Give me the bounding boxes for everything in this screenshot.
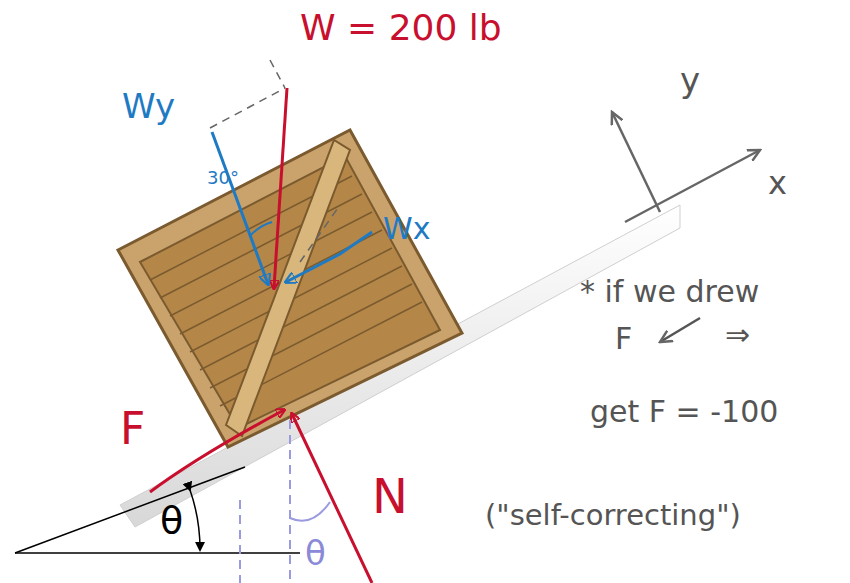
note-text: get F = -100	[590, 395, 778, 428]
force-label: N	[372, 470, 408, 523]
force-label: F	[120, 405, 145, 453]
wy-arrow	[212, 132, 268, 284]
note-text: ⇒	[725, 318, 750, 351]
friction-arrow	[150, 410, 284, 492]
axis-label: y	[680, 62, 700, 99]
crate	[118, 130, 462, 447]
weight-label: W = 200 lb	[300, 8, 502, 48]
y-axis	[612, 112, 660, 212]
axis-label: x	[768, 166, 787, 201]
x-axis	[625, 150, 760, 222]
angle-arc	[190, 490, 200, 550]
ground-line	[15, 552, 300, 554]
vertical-dashed	[289, 420, 291, 583]
angle-arc-30	[250, 222, 272, 236]
construction-lines	[210, 60, 340, 262]
normal-arrow	[292, 414, 372, 583]
incline-edge	[15, 467, 245, 553]
angle-label: 30°	[207, 168, 239, 188]
note-text: ("self-correcting")	[485, 500, 741, 532]
component-label: Wy	[122, 88, 175, 125]
note-text: * if we drew	[580, 275, 759, 308]
note-arrow	[660, 318, 700, 342]
note-text: F	[615, 322, 632, 355]
normal-angle-arc	[290, 502, 330, 521]
wx-arrow	[286, 232, 372, 282]
angle-label: θ	[305, 535, 326, 572]
weight-arrow	[274, 88, 287, 288]
angle-label: θ	[160, 500, 183, 542]
vertical-dashed	[239, 500, 241, 583]
component-label: Wx	[383, 212, 430, 245]
